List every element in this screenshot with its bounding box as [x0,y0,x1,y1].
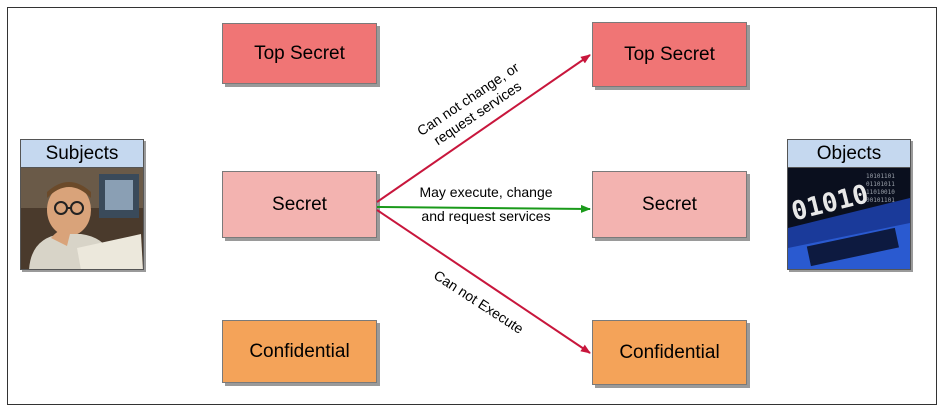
arrow-to-secret [376,204,591,213]
arrow-to-confidential [376,209,591,354]
middle-arrow-label-line1: May execute, change [419,184,552,200]
left-secret-box: Secret [222,171,377,238]
objects-title: Objects [788,140,910,168]
arrow-to-top-secret [376,54,591,203]
diagram-frame [7,7,937,405]
svg-text:11010010: 11010010 [866,189,895,196]
middle-arrow-label-line2: and request services [421,208,550,224]
subjects-panel: Subjects [20,139,144,270]
right-confidential-box: Confidential [592,320,747,385]
svg-text:00101101: 00101101 [866,197,895,204]
subjects-title: Subjects [21,140,143,168]
left-confidential-box: Confidential [222,320,377,383]
left-top-secret-box: Top Secret [222,23,377,84]
subjects-photo [21,168,143,269]
right-secret-box: Secret [592,171,747,238]
svg-text:01101011: 01101011 [866,181,895,188]
svg-text:10101101: 10101101 [866,173,895,180]
right-top-secret-box: Top Secret [592,22,747,87]
